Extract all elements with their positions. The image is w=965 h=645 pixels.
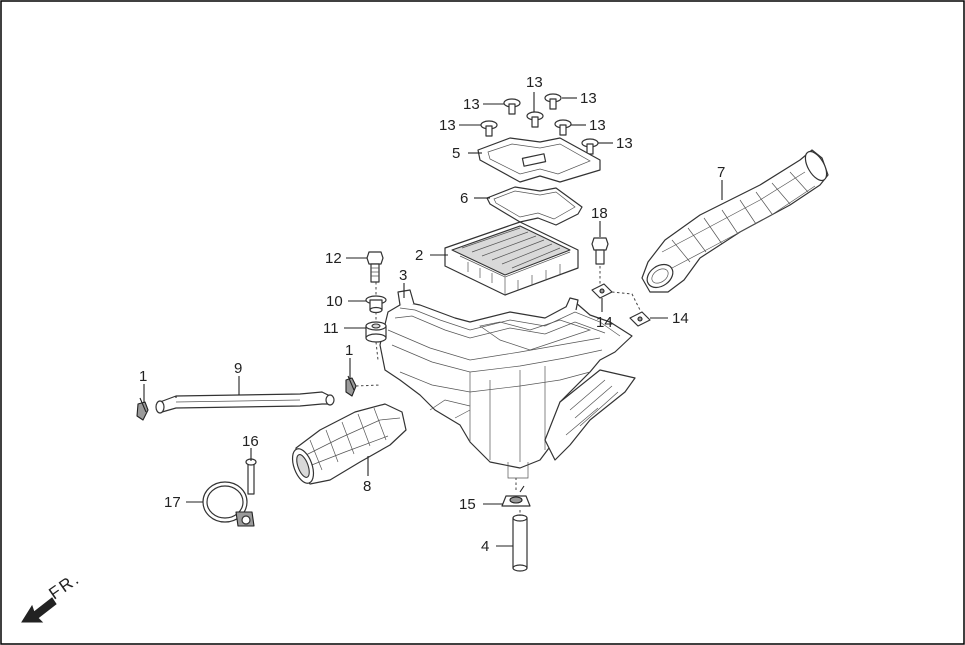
inlet-boot-8: [291, 403, 407, 485]
callout-4: 4: [481, 538, 489, 555]
clamp-15: [501, 485, 531, 507]
callout-2: 2: [415, 247, 423, 264]
callout-12: 12: [325, 250, 342, 267]
band-clamp-17: [202, 481, 255, 527]
callout-5: 5: [452, 145, 460, 162]
callout-1-left: 1: [139, 368, 147, 385]
callout-18: 18: [591, 205, 608, 222]
clip-1-right: [345, 375, 357, 397]
nut-14-left: [591, 283, 613, 299]
callout-13-c: 13: [580, 90, 597, 107]
drain-tube-4: [512, 514, 528, 572]
callout-17: 17: [164, 494, 181, 511]
cover-plate-5: [477, 137, 601, 183]
callout-13-a: 13: [463, 96, 480, 113]
bolt-13-group: [480, 93, 599, 155]
callout-7: 7: [717, 164, 725, 181]
intake-duct-7: [641, 149, 829, 293]
air-box-3: [379, 289, 636, 479]
pin-16: [245, 458, 257, 495]
bolt-13: [503, 98, 521, 115]
assembly-dashed-lines: [355, 266, 641, 516]
callout-13-e: 13: [589, 117, 606, 134]
callout-16: 16: [242, 433, 259, 450]
clip-1-left: [136, 397, 149, 421]
grommet-11: [365, 321, 387, 343]
callout-6: 6: [460, 190, 468, 207]
callout-13-f: 13: [616, 135, 633, 152]
nut-14-right: [629, 311, 651, 327]
callout-9: 9: [234, 360, 242, 377]
bolt-13: [526, 111, 544, 128]
bolt-18: [591, 237, 609, 265]
gasket-6: [486, 186, 583, 226]
front-direction-arrow: [21, 597, 57, 623]
breather-hose-9: [155, 391, 335, 414]
callout-10: 10: [326, 293, 343, 310]
callout-1-right: 1: [345, 342, 353, 359]
callout-13-b: 13: [526, 74, 543, 91]
callout-labels: 1 1 2 3 4 5 6 7 8 9 10 11 12 13 13 13 13…: [45, 74, 725, 603]
bolt-13: [554, 119, 572, 136]
callout-14-left: 14: [596, 314, 613, 331]
callout-3: 3: [399, 267, 407, 284]
callout-11: 11: [323, 320, 339, 337]
air-filter-2: [444, 221, 579, 296]
callout-13-d: 13: [439, 117, 456, 134]
bolt-13: [480, 120, 498, 137]
callout-8: 8: [363, 478, 371, 495]
leader-lines: [143, 92, 723, 547]
bolt-13: [544, 93, 562, 110]
callout-14-right: 14: [672, 310, 689, 327]
callout-15: 15: [459, 496, 476, 513]
bolt-12: [366, 251, 384, 283]
collar-10: [365, 295, 387, 314]
